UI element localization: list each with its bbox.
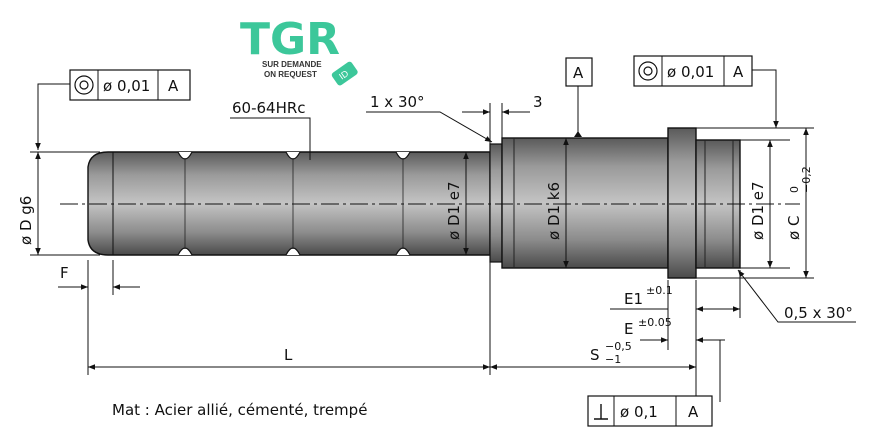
E1-tol: ±0.1: [646, 284, 673, 297]
E1-label: E1: [624, 290, 643, 308]
diam-D1-center-label: ø D1 k6: [545, 182, 563, 240]
S-tol-lower: −1: [605, 353, 621, 366]
right-tolerance-datum: A: [733, 63, 744, 81]
logo-tagline-2: ON REQUEST: [264, 70, 317, 79]
right-tolerance-value: ø 0,01: [667, 63, 714, 81]
logo-brand-text: TGR: [240, 14, 340, 65]
dimension-lines: [30, 69, 856, 410]
diam-D1-right-label: ø D1 e7: [749, 181, 767, 240]
material-note: Mat : Acier allié, cémenté, trempé: [112, 401, 367, 419]
S-label: S: [590, 346, 600, 364]
L-label: L: [284, 346, 293, 364]
left-tolerance-frame: ø 0,01 A: [69, 69, 191, 101]
dim-3-label: 3: [533, 93, 543, 111]
F-label: F: [60, 264, 69, 282]
perpendicularity-icon: [594, 404, 608, 420]
diam-D1-left-label: ø D1 e7: [445, 181, 463, 240]
diam-D-label: ø D g6: [17, 196, 35, 245]
S-tol-upper: −0,5: [605, 340, 632, 353]
tgr-logo: TGR SUR DEMANDE ON REQUEST ID: [240, 14, 358, 86]
perpendicularity-frame: ø 0,1 A: [587, 395, 713, 427]
c-tol-lower: −0,2: [800, 166, 813, 193]
shaft-body: [87, 127, 741, 279]
logo-tagline-1: SUR DEMANDE: [262, 60, 322, 69]
perp-tolerance-datum: A: [688, 403, 699, 421]
c-tol-upper: 0: [788, 186, 801, 193]
chamfer-left-label: 1 x 30°: [370, 93, 425, 111]
hardness-label: 60-64HRc: [232, 99, 306, 117]
datum-box: A: [565, 57, 593, 87]
datum-label: A: [573, 64, 584, 82]
E-label: E: [624, 320, 633, 338]
left-tolerance-value: ø 0,01: [103, 77, 150, 95]
right-tolerance-frame: ø 0,01 A: [633, 55, 753, 87]
concentricity-icon: [638, 61, 658, 81]
concentricity-icon: [74, 75, 94, 95]
E-tol: ±0.05: [638, 316, 672, 329]
logo-badge-icon: ID: [331, 61, 358, 86]
chamfer-right-label: 0,5 x 30°: [784, 304, 853, 322]
perp-tolerance-value: ø 0,1: [620, 403, 658, 421]
diam-C-label: ø C: [785, 216, 803, 240]
left-tolerance-datum: A: [168, 77, 179, 95]
